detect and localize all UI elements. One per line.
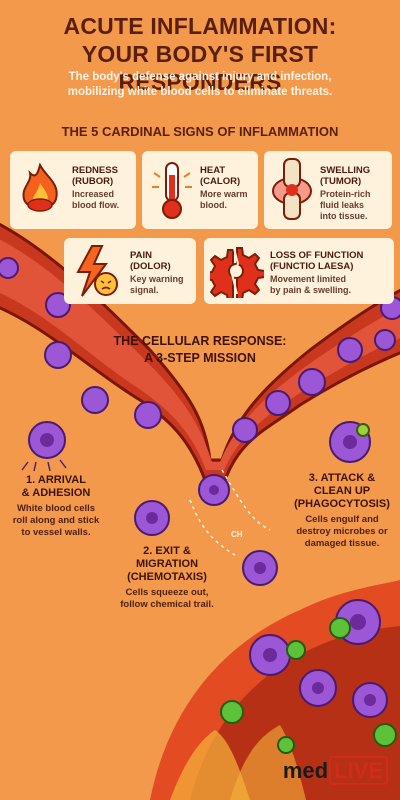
sign-desc: fluid leaks	[320, 200, 365, 210]
sign-desc: More warm	[200, 189, 248, 199]
sign-latin: (RUBOR)	[72, 176, 114, 187]
step-desc-line: follow chemical trail.	[120, 599, 214, 610]
subtitle-line-1: The body's defense against injury and in…	[68, 71, 332, 83]
step-heading: (PHAGOCYTOSIS)	[294, 498, 390, 510]
sign-desc: signal.	[130, 285, 159, 295]
step-desc-line: Cells squeeze out,	[125, 587, 209, 598]
lightning-face-icon	[76, 245, 118, 297]
title-line-2: YOUR BODY'S FIRST RESPONDERS	[81, 41, 319, 95]
sign-name: REDNESS	[72, 165, 118, 176]
step-heading: 2. EXIT &	[143, 545, 191, 557]
white-blood-cell	[0, 257, 19, 279]
logo-box-text: LIVE	[329, 756, 388, 785]
white-blood-cell	[265, 390, 291, 416]
sign-desc: by pain & swelling.	[270, 285, 352, 295]
page-title: ACUTE INFLAMMATION: YOUR BODY'S FIRST RE…	[0, 12, 400, 96]
step-heading: CLEAN UP	[313, 485, 371, 497]
sign-desc: Protein-rich	[320, 189, 371, 199]
sign-name: SWELLING	[320, 165, 371, 176]
cardinal-signs-heading: THE 5 CARDINAL SIGNS OF INFLAMMATION	[61, 124, 339, 139]
tissue-inner	[190, 626, 400, 800]
sign-latin: (TUMOR)	[320, 176, 362, 187]
sign-card-swelling: SWELLING (TUMOR) Protein-rich fluid leak…	[264, 151, 392, 229]
white-blood-cell	[44, 341, 72, 369]
step-desc-line: Cells engulf and	[305, 514, 379, 525]
step-desc-line: roll along and stick	[12, 515, 100, 526]
step-heading: 3. ATTACK &	[308, 472, 376, 484]
white-blood-cell	[81, 386, 109, 414]
sign-desc: Movement limited	[270, 274, 347, 284]
sign-desc: Key warning	[130, 274, 184, 284]
microbe	[356, 423, 370, 437]
white-blood-cell	[298, 368, 326, 396]
white-blood-cell	[337, 337, 363, 363]
microbe	[220, 700, 244, 724]
chemical-label: CH	[231, 530, 243, 539]
step-desc: White blood cells roll along and stick t…	[4, 503, 108, 539]
sign-card-loss-of-function: LOSS OF FUNCTION (FUNCTIO LAESA) Movemen…	[204, 238, 394, 304]
white-blood-cell	[134, 401, 162, 429]
step-heading: (CHEMOTAXIS)	[127, 571, 207, 583]
step-desc-line: destroy microbes or	[296, 526, 388, 537]
microbe	[329, 617, 351, 639]
microbe	[286, 640, 306, 660]
sign-latin: (FUNCTIO LAESA)	[270, 261, 354, 272]
swollen-joint-icon	[272, 158, 312, 220]
title-line-1: ACUTE INFLAMMATION:	[63, 13, 337, 39]
heading-line-2: A 3-STEP MISSION	[144, 351, 256, 365]
sign-card-redness: REDNESS (RUBOR) Increased blood flow.	[10, 151, 136, 229]
broken-gear-icon	[210, 247, 264, 298]
microbe	[277, 736, 295, 754]
flame-shape	[170, 730, 250, 800]
step-exit-migration: 2. EXIT & MIGRATION (CHEMOTAXIS) Cells s…	[112, 545, 222, 611]
sign-card-pain: PAIN (DOLOR) Key warning signal.	[64, 238, 196, 304]
step-heading: & ADHESION	[21, 487, 91, 499]
thermometer-icon	[152, 162, 192, 219]
sign-desc: Increased	[72, 189, 115, 199]
step-desc-line: damaged tissue.	[304, 538, 380, 549]
sign-latin: (DOLOR)	[130, 261, 171, 272]
step-heading: MIGRATION	[135, 558, 199, 570]
step-arrival-adhesion: 1. ARRIVAL & ADHESION White blood cells …	[4, 474, 108, 539]
subtitle-line-2: mobilizing white blood cells to eliminat…	[67, 86, 333, 98]
white-blood-cell	[374, 329, 396, 351]
microbe	[373, 723, 397, 747]
heading-line-1: THE CELLULAR RESPONSE:	[113, 334, 287, 348]
chemical-trail	[189, 499, 236, 556]
sign-desc: blood flow.	[72, 200, 120, 210]
sign-latin: (CALOR)	[200, 176, 241, 187]
sign-card-heat: HEAT (CALOR) More warm blood.	[142, 151, 258, 229]
sign-name: LOSS OF FUNCTION	[270, 250, 364, 261]
step-desc-line: to vessel walls.	[21, 527, 91, 538]
step-desc: Cells engulf and destroy microbes or dam…	[284, 514, 400, 550]
white-blood-cell	[232, 417, 258, 443]
cellular-response-heading: THE CELLULAR RESPONSE: A 3-STEP MISSION	[80, 333, 320, 367]
subtitle: The body's defense against injury and in…	[30, 70, 370, 100]
chemical-trail	[221, 469, 271, 531]
step-desc-line: White blood cells	[16, 503, 96, 514]
sign-name: HEAT	[200, 165, 226, 176]
logo-text: med	[282, 758, 329, 783]
step-heading: 1. ARRIVAL	[26, 474, 86, 486]
step-attack-cleanup: 3. ATTACK & CLEAN UP (PHAGOCYTOSIS) Cell…	[284, 472, 400, 550]
sign-name: PAIN	[130, 250, 152, 261]
sign-desc: into tissue.	[320, 211, 368, 221]
flame-icon	[22, 163, 58, 212]
step-desc: Cells squeeze out, follow chemical trail…	[112, 587, 222, 611]
sign-desc: blood.	[200, 200, 227, 210]
